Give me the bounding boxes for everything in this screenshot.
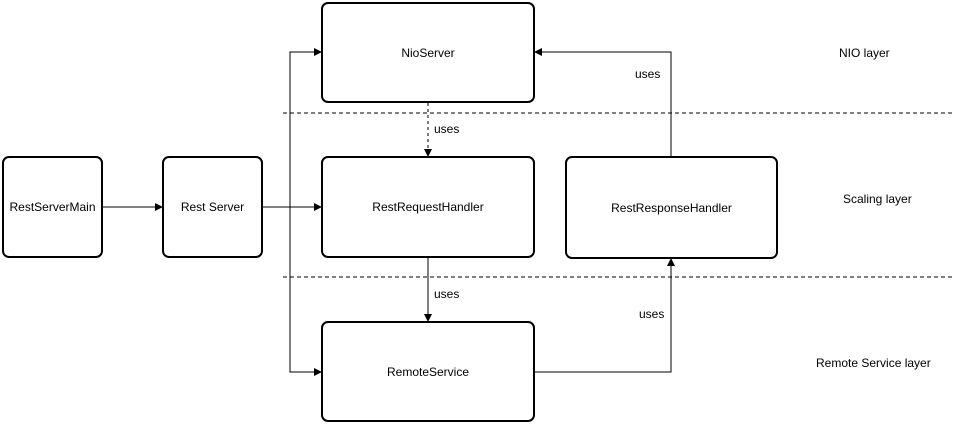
node-rest-request-handler[interactable]: RestRequestHandler	[321, 156, 535, 258]
layer-label-scaling: Scaling layer	[843, 192, 912, 206]
node-nio-server-label: NioServer	[401, 45, 455, 60]
edge-remote-service-to-response-handler	[535, 258, 675, 373]
node-rest-server[interactable]: Rest Server	[162, 156, 263, 258]
node-rest-response-handler-label: RestResponseHandler	[611, 200, 732, 215]
edge-label-request-to-remote: uses	[434, 287, 460, 301]
node-rest-server-main-label: RestServerMain	[9, 200, 96, 214]
edge-rest-server-to-remote-service	[289, 207, 322, 376]
node-rest-server-label: Rest Server	[180, 200, 245, 214]
edge-response-handler-to-nio-server	[534, 48, 672, 156]
node-rest-server-main[interactable]: RestServerMain	[2, 156, 103, 258]
node-remote-service-label: RemoteService	[386, 364, 470, 379]
layer-label-nio: NIO layer	[839, 46, 890, 60]
edge-label-nio-to-request: uses	[434, 122, 460, 136]
node-rest-response-handler[interactable]: RestResponseHandler	[565, 156, 778, 259]
node-nio-server[interactable]: NioServer	[321, 2, 535, 103]
node-rest-request-handler-label: RestRequestHandler	[372, 200, 484, 214]
edge-rest-server-to-nio-server	[289, 48, 322, 207]
edge-label-remote-to-response: uses	[639, 307, 665, 321]
node-remote-service[interactable]: RemoteService	[321, 321, 535, 422]
layer-label-remote-service: Remote Service layer	[816, 356, 931, 370]
edge-label-response-to-nio: uses	[635, 67, 661, 81]
